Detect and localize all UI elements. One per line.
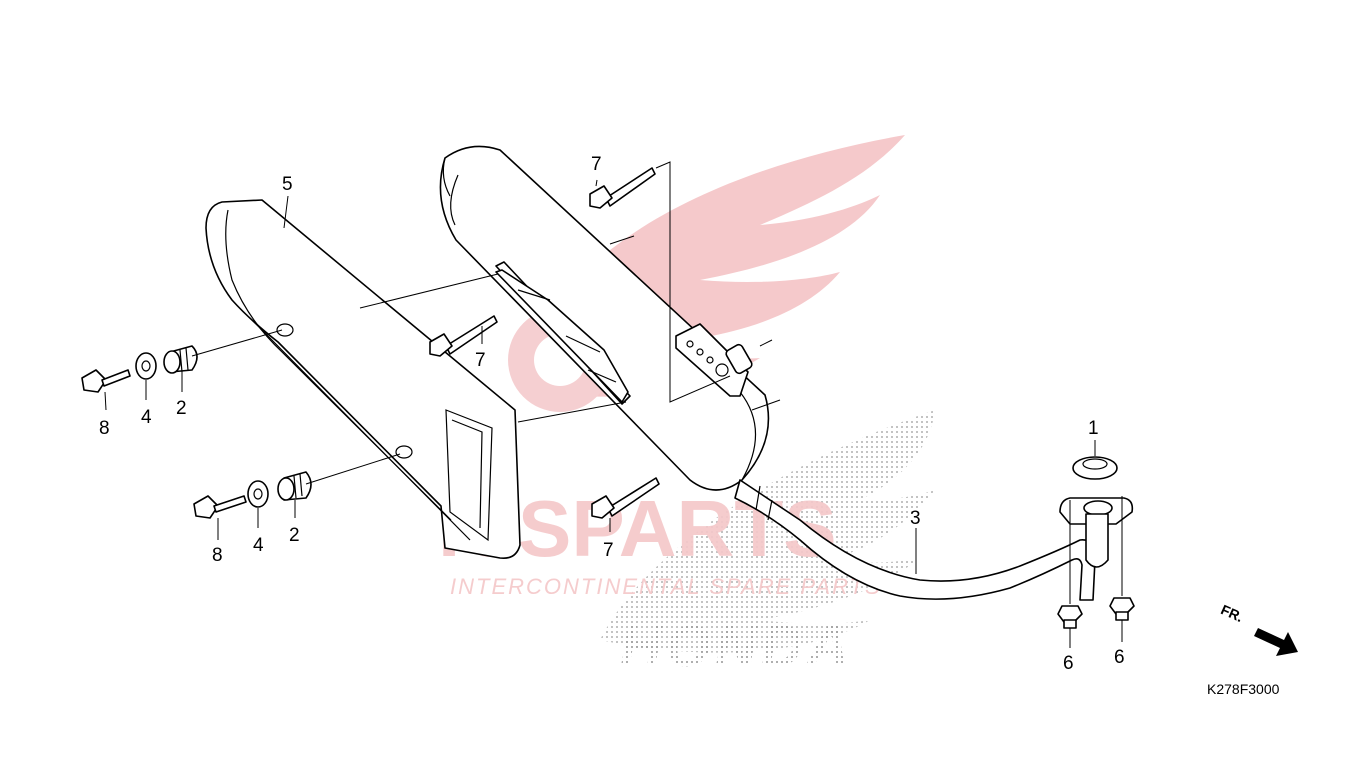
muffler-body — [439, 145, 770, 491]
callout-2-lower: 2 — [289, 525, 300, 546]
bolt-8-lower — [193, 495, 247, 519]
callout-6-right: 6 — [1114, 647, 1125, 668]
bolt-8-upper — [81, 369, 131, 393]
honda-wing-dotted — [600, 410, 935, 653]
callout-7-top: 7 — [591, 154, 602, 175]
exhaust-pipe — [734, 479, 1096, 601]
leader-lines — [104, 161, 1123, 648]
diagram-code: K278F3000 — [1207, 681, 1280, 697]
callout-8-lower: 8 — [212, 545, 223, 566]
callout-4-upper: 4 — [141, 407, 152, 428]
callout-5: 5 — [282, 174, 293, 195]
callout-3: 3 — [910, 508, 921, 529]
bolt-7-middle — [429, 315, 498, 357]
front-direction-marker: FR. — [1219, 601, 1298, 656]
callout-6-left: 6 — [1063, 653, 1074, 674]
front-arrow-icon — [1254, 628, 1298, 656]
callouts: 1 2 2 3 4 4 5 6 6 7 7 7 8 8 — [99, 154, 1125, 674]
washer-4-upper — [135, 352, 157, 380]
flange-nut-left — [1057, 605, 1083, 629]
callout-2-upper: 2 — [176, 398, 187, 419]
rubber-2-lower — [277, 471, 312, 501]
callout-7-middle: 7 — [475, 350, 486, 371]
rubber-2-upper — [163, 345, 198, 374]
callout-8-upper: 8 — [99, 418, 110, 439]
watermark-maker: HONDA — [620, 614, 853, 679]
washer-4-lower — [247, 480, 269, 508]
watermark-tagline: INTERCONTINENTAL SPARE PARTS — [450, 574, 882, 599]
callout-1: 1 — [1088, 418, 1099, 439]
bolt-7-top — [589, 167, 656, 209]
exhaust-gasket — [1072, 456, 1118, 480]
bolt-7-bottom — [591, 477, 660, 519]
exhaust-flange — [1059, 497, 1134, 568]
callout-4-lower: 4 — [253, 535, 264, 556]
callout-7-bottom: 7 — [603, 540, 614, 561]
flange-nut-right — [1109, 597, 1135, 621]
muffler-protector — [205, 199, 521, 560]
front-label: FR. — [1219, 601, 1246, 625]
